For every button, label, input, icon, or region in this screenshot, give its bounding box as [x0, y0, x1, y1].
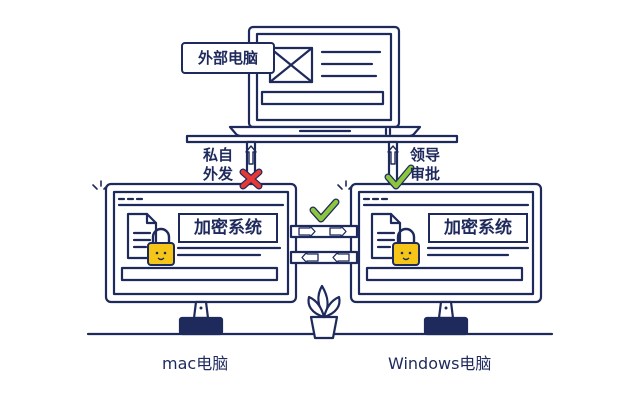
leader-approval-line1: 领导 [409, 146, 440, 164]
private-send-line2: 外发 [202, 165, 233, 183]
external-laptop-icon [228, 25, 422, 138]
padlock-icon-right [392, 227, 420, 266]
encryption-system-label-right: 加密系统 [428, 213, 528, 243]
leader-approval-label: 领导 审批 [405, 146, 445, 184]
mac-caption: mac电脑 [162, 354, 229, 373]
blocked-x-icon [239, 168, 263, 190]
windows-monitor-icon [349, 182, 543, 336]
check-icon-right [384, 164, 415, 190]
leader-approval-line2: 审批 [409, 165, 440, 183]
transfer-channels [289, 224, 359, 265]
external-pc-label: 外部电脑 [181, 42, 275, 74]
encryption-system-label-left: 加密系统 [178, 213, 278, 243]
windows-caption: Windows电脑 [388, 354, 492, 373]
plant-icon [307, 284, 341, 340]
mac-monitor-icon [104, 182, 298, 336]
check-icon-between [309, 198, 340, 223]
private-send-label: 私自 外发 [198, 146, 238, 184]
padlock-icon-left [147, 227, 175, 266]
private-send-line1: 私自 [202, 146, 233, 164]
shelf [185, 134, 459, 144]
